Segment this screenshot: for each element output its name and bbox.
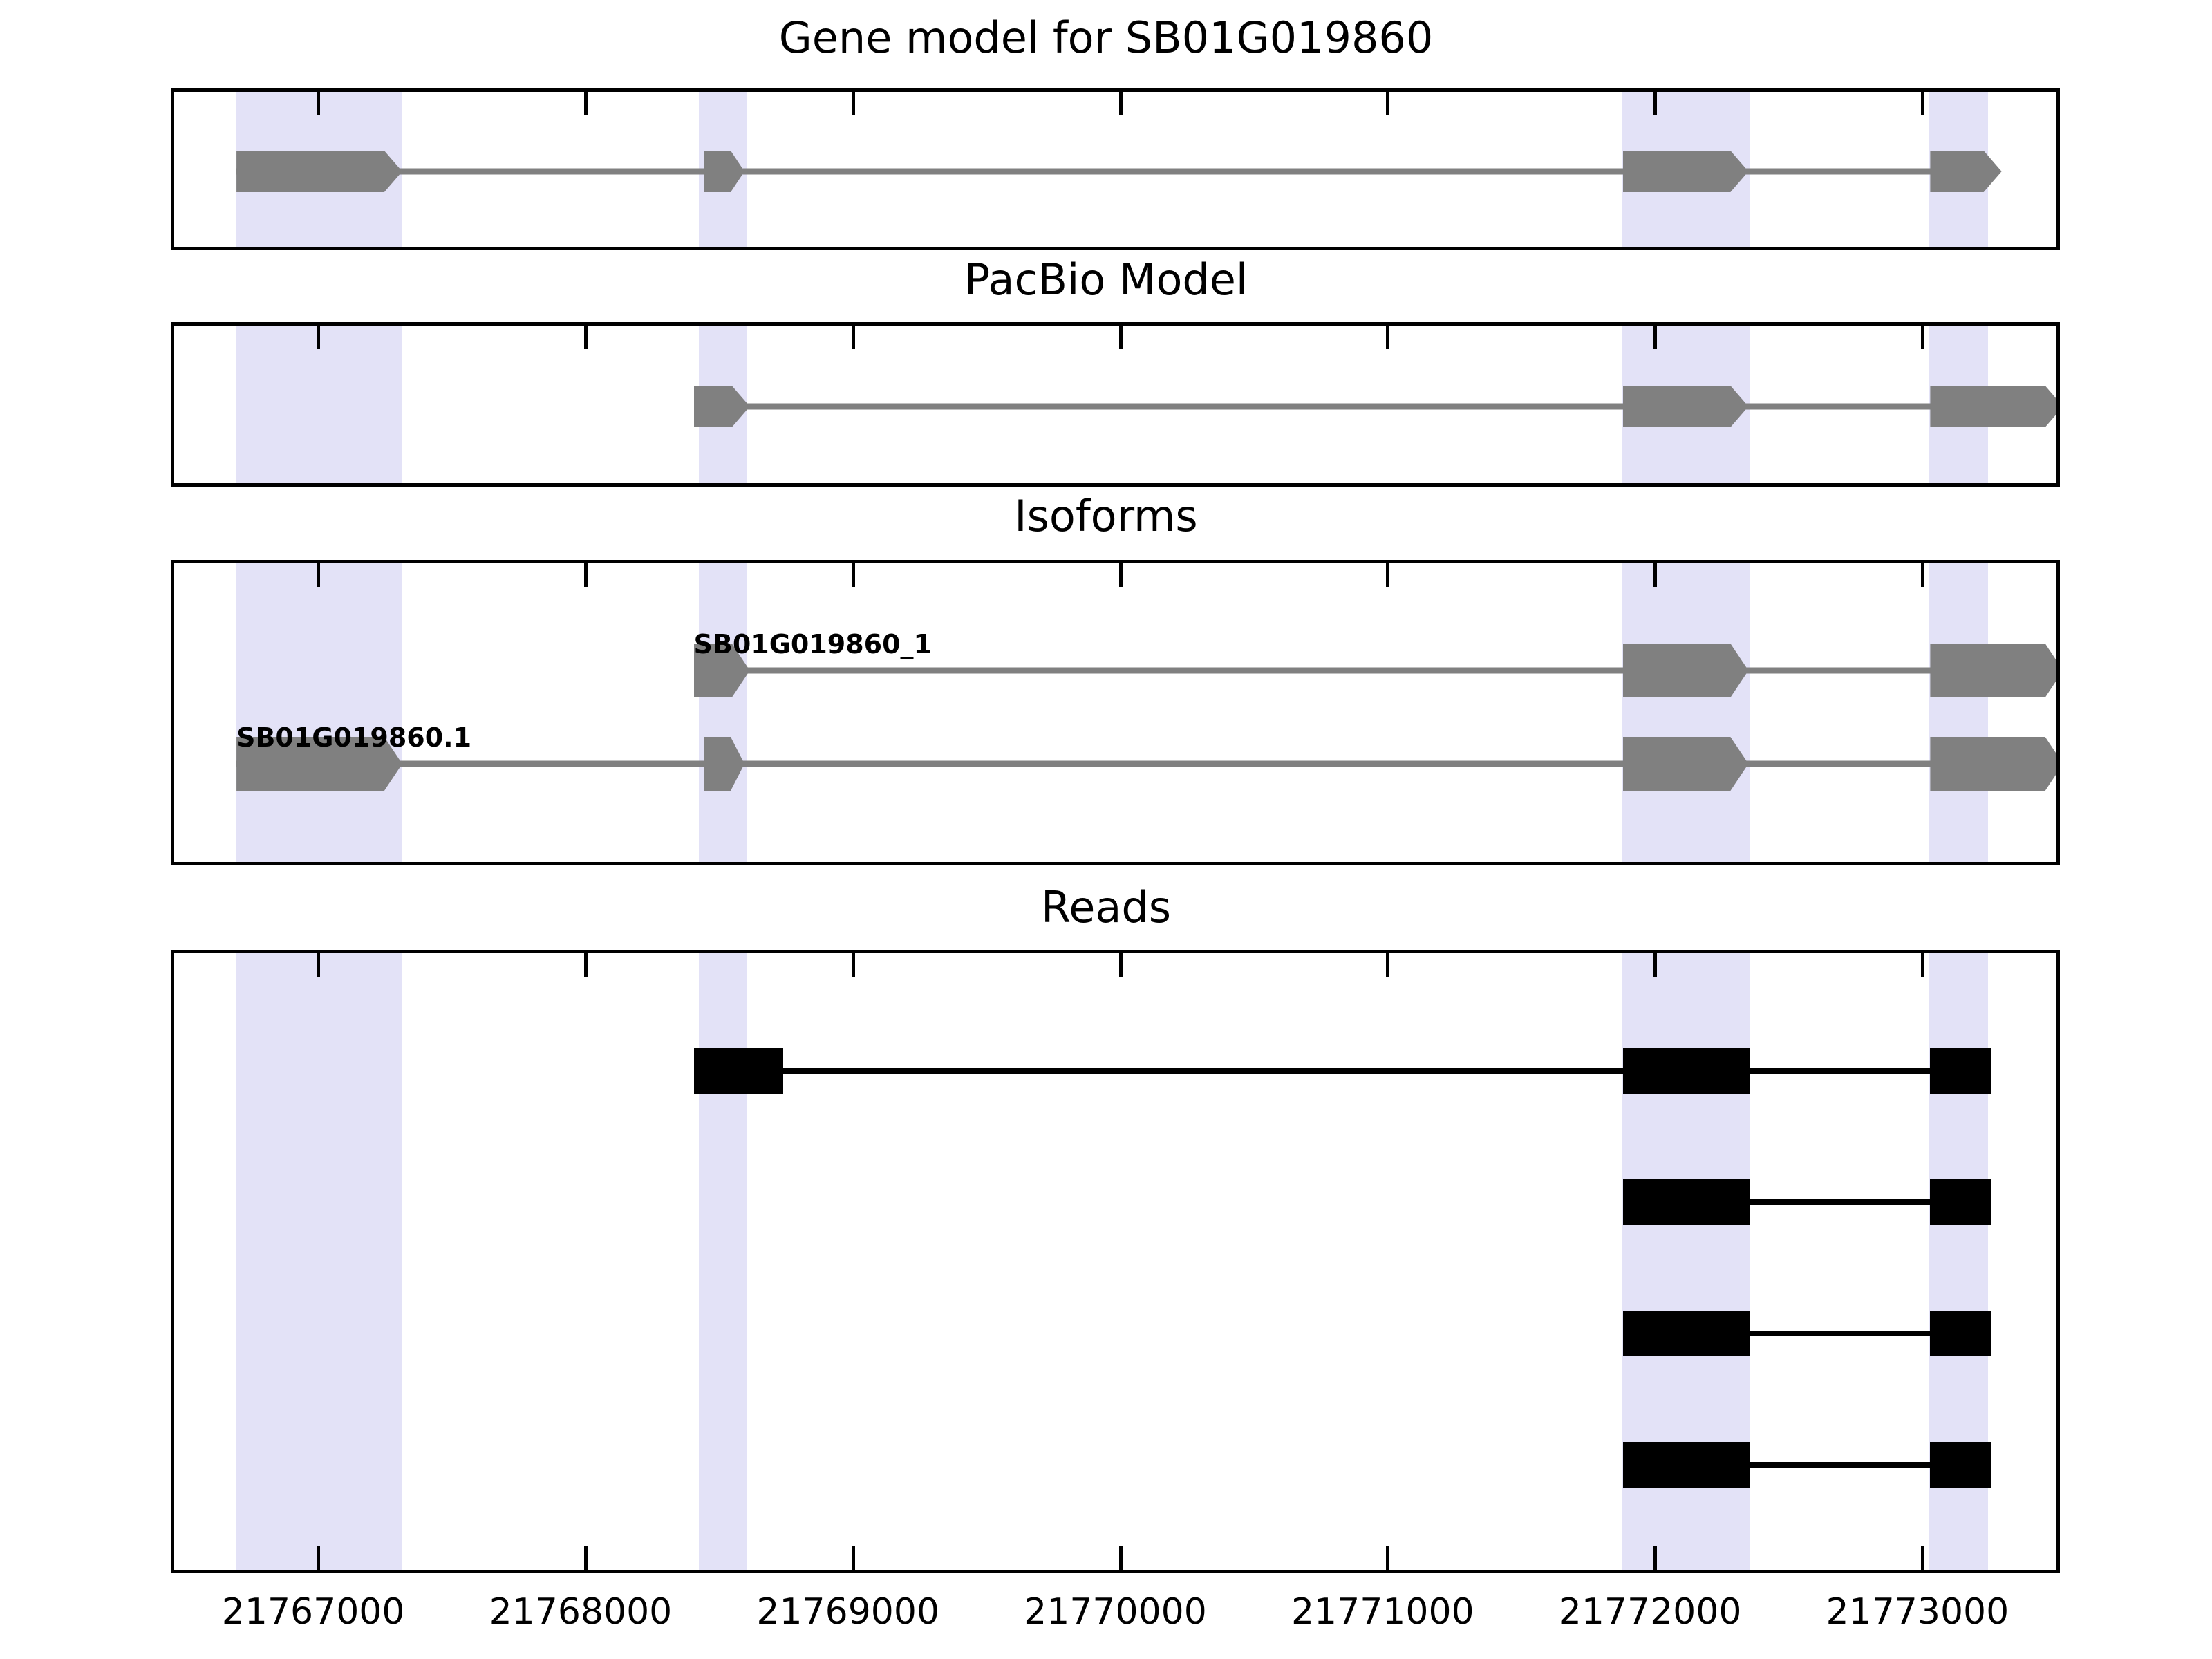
- intron-line: [236, 168, 1985, 175]
- read-block: [1622, 1048, 1750, 1094]
- axis-tick-mark: [1653, 563, 1658, 587]
- exon-block: [1623, 644, 1749, 697]
- axis-tick-mark: [1653, 1546, 1658, 1570]
- intron-line: [693, 403, 2047, 410]
- axis-tick-mark: [1653, 326, 1658, 349]
- read-block: [1930, 1048, 1992, 1094]
- panel-title-isoforms: Isoforms: [1014, 491, 1198, 541]
- axis-tick-mark: [317, 326, 321, 349]
- axis-tick-mark: [1386, 92, 1390, 115]
- read-block: [1930, 1442, 1992, 1488]
- axis-tick-mark: [583, 563, 588, 587]
- exon-block: [1623, 386, 1749, 427]
- axis-tick-mark: [851, 563, 855, 587]
- read-block: [1622, 1442, 1750, 1488]
- axis-tick-mark: [1920, 1546, 1924, 1570]
- axis-tick-mark: [1920, 326, 1924, 349]
- highlight-band: [699, 563, 747, 862]
- read-connector-line: [1622, 1199, 1992, 1205]
- exon-block: [1623, 151, 1749, 192]
- highlight-band: [236, 563, 402, 862]
- axis-tick-mark: [851, 92, 855, 115]
- exon-block: [1930, 386, 2060, 427]
- axis-tick-label: 21770000: [1024, 1591, 1207, 1633]
- read-block: [1622, 1179, 1750, 1225]
- read-block: [1622, 1311, 1750, 1356]
- panel-axes-gene-model: [171, 88, 2060, 250]
- axis-tick-mark: [1118, 92, 1123, 115]
- axis-tick-mark: [317, 953, 321, 977]
- read-block: [1930, 1179, 1992, 1225]
- axis-tick-label: 21768000: [489, 1591, 673, 1633]
- read-connector-line: [1622, 1331, 1992, 1336]
- intron-line: [236, 760, 2047, 767]
- axis-tick-mark: [583, 1546, 588, 1570]
- axis-tick-mark: [851, 326, 855, 349]
- axis-tick-mark: [1118, 563, 1123, 587]
- exon-block: [1930, 151, 2001, 192]
- axis-tick-mark: [317, 563, 321, 587]
- axis-tick-mark: [1920, 92, 1924, 115]
- axis-tick-mark: [1386, 953, 1390, 977]
- axis-tick-mark: [1386, 326, 1390, 349]
- axis-tick-mark: [851, 1546, 855, 1570]
- axis-tick-mark: [317, 1546, 321, 1570]
- panel-axes-pacbio-model: [171, 322, 2060, 487]
- axis-tick-mark: [1653, 953, 1658, 977]
- exon-block: [236, 151, 402, 192]
- axis-tick-mark: [1118, 953, 1123, 977]
- highlight-band: [236, 326, 402, 483]
- axis-tick-label: 21771000: [1291, 1591, 1474, 1633]
- axis-tick-mark: [1118, 326, 1123, 349]
- axis-tick-mark: [1920, 563, 1924, 587]
- panel-title-reads: Reads: [1040, 882, 1172, 932]
- axis-tick-label: 21769000: [756, 1591, 940, 1633]
- axis-tick-mark: [583, 92, 588, 115]
- panel-title-pacbio-model: PacBio Model: [964, 254, 1248, 305]
- exon-block: [1930, 737, 2060, 791]
- axis-tick-label: 21773000: [1826, 1591, 2009, 1633]
- axis-tick-mark: [1386, 1546, 1390, 1570]
- axis-tick-mark: [1653, 92, 1658, 115]
- read-block: [1930, 1311, 1992, 1356]
- read-connector-line: [693, 1068, 1992, 1074]
- isoform-label: SB01G019860.1: [236, 722, 472, 753]
- axis-tick-mark: [583, 326, 588, 349]
- read-block: [693, 1048, 784, 1094]
- axis-tick-mark: [851, 953, 855, 977]
- axis-tick-mark: [1118, 1546, 1123, 1570]
- highlight-band: [699, 953, 747, 1570]
- axis-tick-mark: [1920, 953, 1924, 977]
- axis-tick-mark: [583, 953, 588, 977]
- highlight-band: [1621, 563, 1750, 862]
- highlight-band: [1929, 563, 1988, 862]
- axis-tick-mark: [317, 92, 321, 115]
- exon-block: [1623, 737, 1749, 791]
- exon-block: [1930, 644, 2060, 697]
- isoform-label: SB01G019860_1: [693, 629, 932, 659]
- intron-line: [693, 667, 2047, 674]
- exon-block: [236, 737, 402, 791]
- axis-tick-mark: [1386, 563, 1390, 587]
- axis-tick-label: 21772000: [1558, 1591, 1742, 1633]
- read-connector-line: [1622, 1462, 1992, 1468]
- panel-title-gene-model: Gene model for SB01G019860: [778, 12, 1434, 63]
- panel-axes-reads: [171, 950, 2060, 1573]
- highlight-band: [236, 953, 402, 1570]
- axis-tick-label: 21767000: [221, 1591, 405, 1633]
